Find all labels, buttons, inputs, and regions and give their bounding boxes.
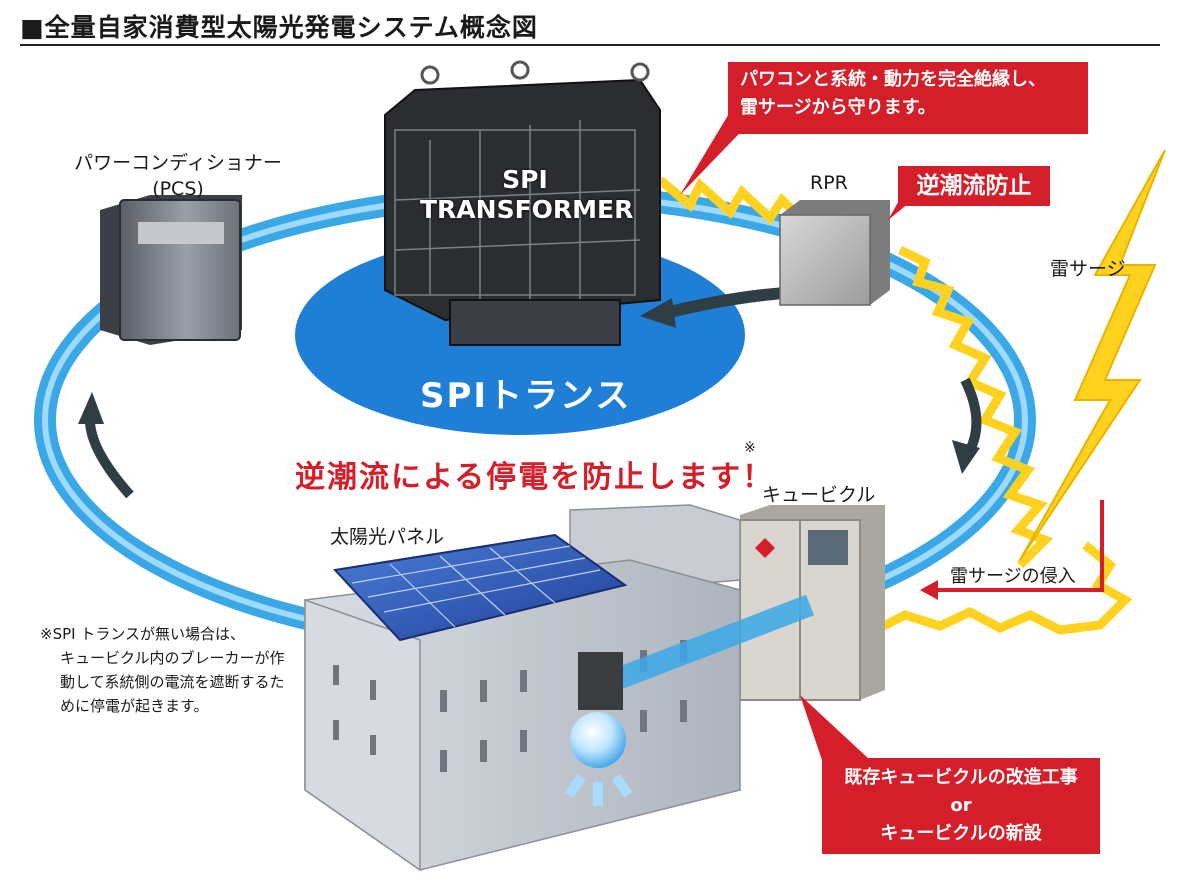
surge-intrusion-arrowhead — [920, 580, 938, 600]
surge-zigzag-top — [657, 176, 812, 229]
surge-intrusion-line — [935, 500, 1104, 592]
loop-arrow-right — [960, 377, 982, 453]
surge-zigzag-right — [898, 245, 1054, 569]
pcs-label-line1: パワーコンディショナー — [74, 152, 282, 174]
pcs-unit-icon — [100, 195, 242, 345]
footnote-line2: キュービクル内のブレーカーが作 — [60, 649, 285, 667]
page-title: ■全量自家消費型太陽光発電システム概念図 — [20, 13, 538, 42]
headline: 逆潮流による停電を防止します！ — [295, 460, 775, 495]
transformer-label: SPI TRANSFORMER — [420, 165, 634, 225]
footnote-line4: めに停電が起きます。 — [60, 697, 209, 715]
isolation-callout-line1: パワコンと系統・動力を完全絶縁し、 — [740, 69, 1046, 90]
cubicle-callout-line2: or — [950, 795, 972, 816]
transformer-label-line1: SPI — [502, 165, 548, 194]
cubicle-link — [611, 594, 814, 691]
surge-label: 雷サージ — [1050, 258, 1126, 280]
distribution-box-icon — [578, 652, 623, 710]
pcs-label: パワーコンディショナー (PCS) — [58, 150, 298, 202]
lightning-bolt-icon — [1019, 149, 1166, 561]
pcs-label-line2: (PCS) — [152, 178, 204, 200]
transformer-label-line2: TRANSFORMER — [420, 195, 634, 224]
loop-arrow-right-head — [952, 440, 980, 474]
rpr-box-icon — [779, 200, 890, 306]
cubicle-callout-pointer — [800, 695, 870, 760]
cubicle-callout: 既存キュービクルの改造工事 or キュービクルの新設 — [822, 758, 1100, 854]
isolation-callout: パワコンと系統・動力を完全絶縁し、 雷サージから守ります。 — [728, 62, 1088, 134]
cubicle-label: キュービクル — [762, 484, 876, 506]
footnote: ※SPI トランスが無い場合は、 キュービクル内のブレーカーが作 動して系統側の… — [40, 622, 285, 718]
cubicle-callout-line1: 既存キュービクルの改造工事 — [844, 767, 1078, 788]
surge-intrusion-label: 雷サージの侵入 — [950, 566, 1076, 587]
rpr-label: RPR — [810, 172, 848, 194]
reverse-flow-callout: 逆潮流防止 — [898, 166, 1050, 206]
footnote-line3: 動して系統側の電流を遮断するた — [60, 673, 285, 691]
reverse-flow-arrowhead — [640, 298, 676, 328]
headline-mark: ※ — [744, 440, 756, 456]
loop-arrow-left-head — [78, 392, 104, 424]
cubicle-icon — [739, 505, 885, 701]
footnote-line1: ※SPI トランスが無い場合は、 — [40, 625, 246, 643]
light-bulb-icon — [564, 712, 633, 806]
solar-panel-label: 太陽光パネル — [330, 526, 445, 548]
title-divider — [20, 44, 1160, 46]
solar-panel-icon — [332, 533, 628, 642]
loop-arrow-left — [85, 419, 134, 499]
spi-transformer-icon — [384, 60, 661, 346]
spi-trans-label: SPIトランス — [420, 376, 632, 416]
isolation-callout-line2: 雷サージから守ります。 — [740, 97, 936, 118]
cubicle-callout-line3: キュービクルの新設 — [880, 823, 1042, 844]
